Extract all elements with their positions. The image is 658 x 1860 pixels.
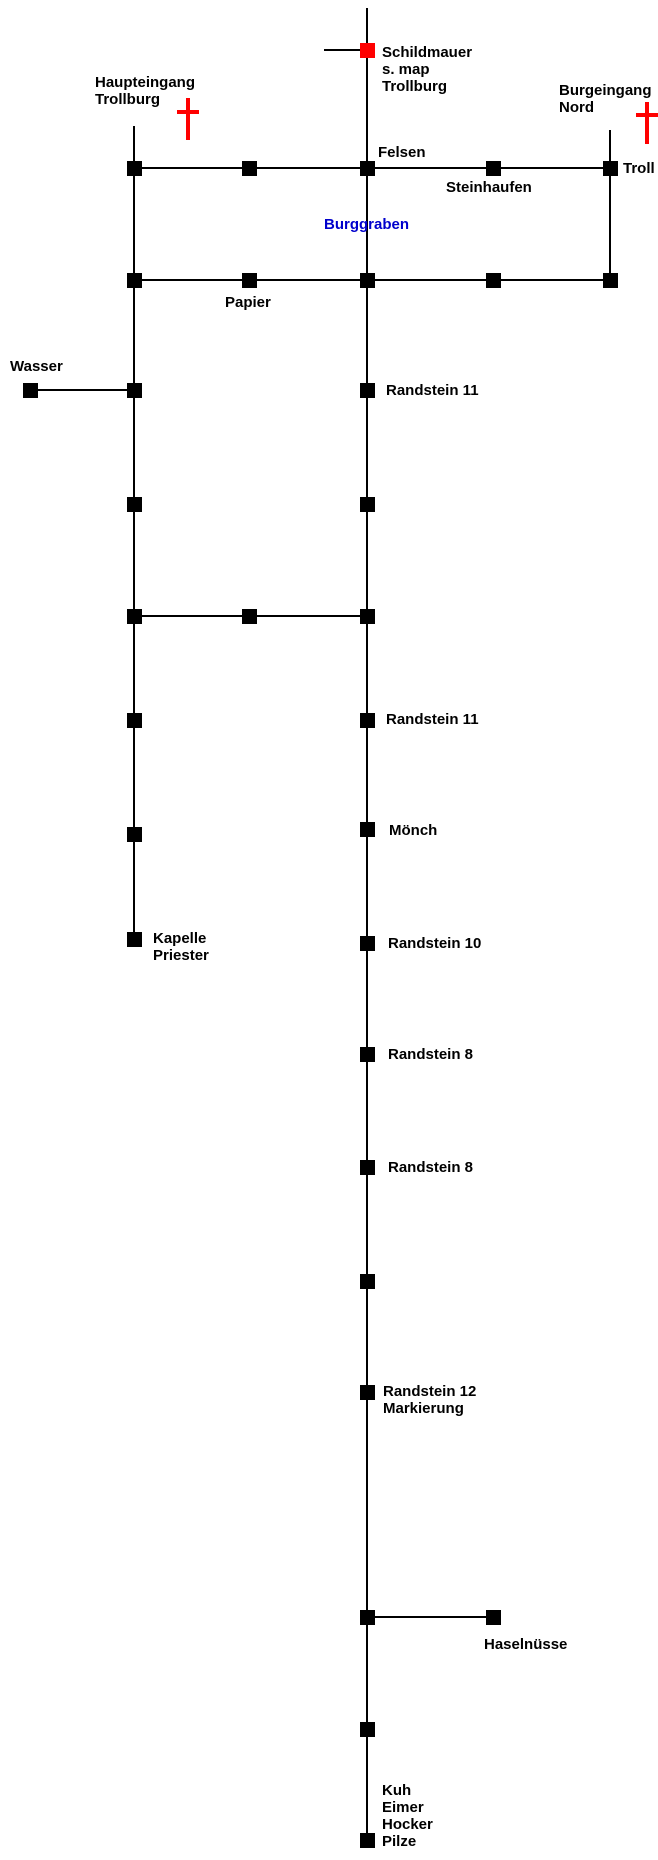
label-randstein-11-b: Randstein 11: [386, 711, 479, 728]
node: [360, 1610, 375, 1625]
node-steinhaufen: [486, 161, 501, 176]
node: [360, 609, 375, 624]
label-wasser: Wasser: [10, 358, 63, 375]
label-felsen: Felsen: [378, 144, 426, 161]
label-troll: Troll: [623, 160, 655, 177]
cross-icon: [177, 98, 199, 140]
label-randstein-12: Randstein 12 Markierung: [383, 1383, 477, 1417]
node-wasser: [23, 383, 38, 398]
node-randstein-11-b: [360, 713, 375, 728]
label-haselnuesse: Haselnüsse: [484, 1636, 568, 1653]
node: [242, 161, 257, 176]
node: [486, 273, 501, 288]
cross-icon: [636, 102, 658, 144]
label-haupteingang: Haupteingang Trollburg: [95, 74, 195, 108]
node: [127, 383, 142, 398]
label-steinhaufen: Steinhaufen: [446, 179, 532, 196]
label-schildmauer: Schildmauer s. map Trollburg: [382, 44, 473, 95]
label-kuh: Kuh Eimer Hocker Pilze: [382, 1782, 433, 1850]
node: [242, 609, 257, 624]
node-kuh: [360, 1833, 375, 1848]
node-randstein-8-b: [360, 1160, 375, 1175]
node-randstein-11-a: [360, 383, 375, 398]
node: [127, 713, 142, 728]
node: [360, 497, 375, 512]
node: [127, 273, 142, 288]
label-moench: Mönch: [389, 822, 438, 839]
node: [127, 609, 142, 624]
node-troll: [603, 161, 618, 176]
label-randstein-10: Randstein 10: [388, 935, 482, 952]
nodes: [23, 161, 618, 1848]
node: [360, 273, 375, 288]
node: [360, 1722, 375, 1737]
label-randstein-11-a: Randstein 11: [386, 382, 479, 399]
node-haselnuesse: [486, 1610, 501, 1625]
node-schildmauer: [360, 43, 375, 58]
node-papier: [242, 273, 257, 288]
label-papier: Papier: [225, 294, 271, 311]
node-randstein-8-a: [360, 1047, 375, 1062]
label-randstein-8-b: Randstein 8: [388, 1159, 474, 1176]
node: [127, 497, 142, 512]
node-randstein-10: [360, 936, 375, 951]
label-burggraben: Burggraben: [324, 216, 410, 233]
paths: [30, 8, 611, 1845]
node: [360, 1274, 375, 1289]
node-kapelle: [127, 932, 142, 947]
node: [127, 161, 142, 176]
label-kapelle: Kapelle Priester: [153, 930, 209, 964]
label-burgeingang: Burgeingang Nord: [559, 82, 652, 116]
node: [127, 827, 142, 842]
node-moench: [360, 822, 375, 837]
label-randstein-8-a: Randstein 8: [388, 1046, 474, 1063]
node-randstein-12: [360, 1385, 375, 1400]
node-felsen: [360, 161, 375, 176]
node: [603, 273, 618, 288]
